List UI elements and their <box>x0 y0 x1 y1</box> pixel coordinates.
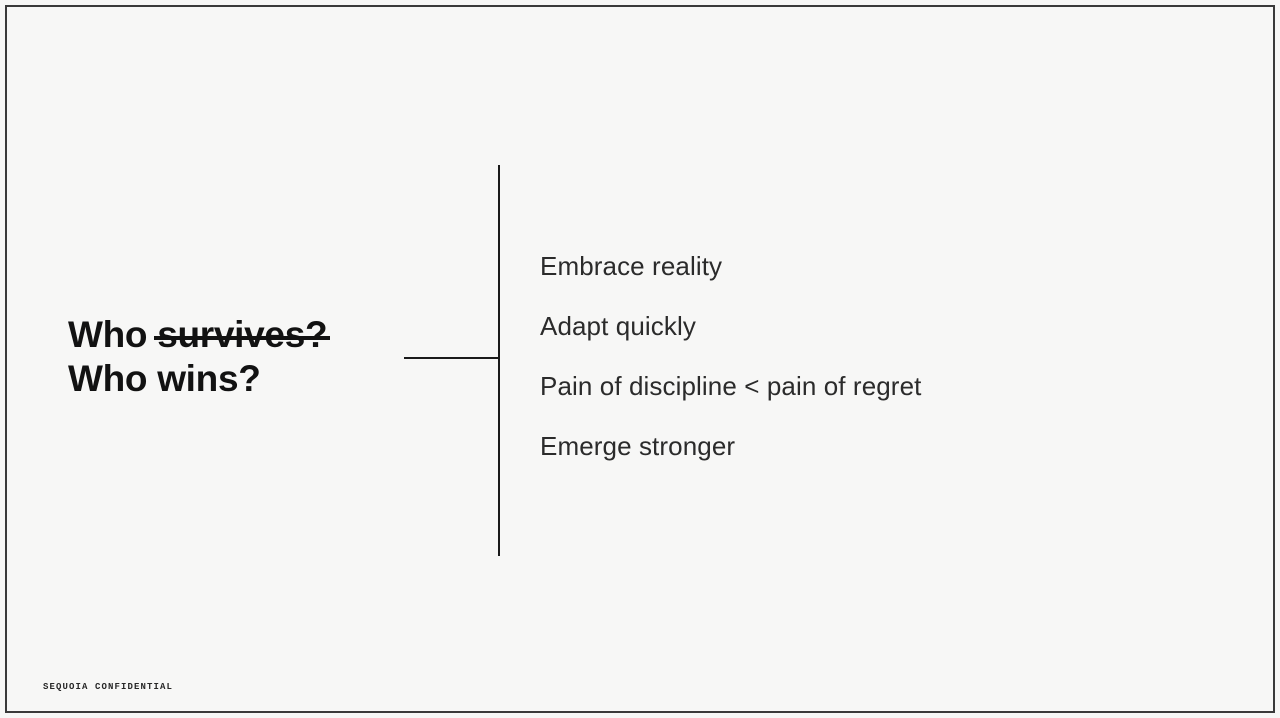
headline-line-1: Who survives? <box>68 313 331 357</box>
connector-horizontal-line <box>404 357 500 359</box>
footer-confidential-label: SEQUOIA CONFIDENTIAL <box>43 682 174 692</box>
headline-block: Who survives? Who wins? <box>68 313 331 401</box>
list-item: Embrace reality <box>540 251 723 281</box>
slide-frame-border <box>5 5 1275 713</box>
list-item: Adapt quickly <box>540 311 696 341</box>
list-item: Emerge stronger <box>540 431 736 461</box>
points-list: Embrace reality Adapt quickly Pain of di… <box>540 250 921 490</box>
headline-line-2: Who wins? <box>68 358 261 399</box>
list-item: Pain of discipline < pain of regret <box>540 371 922 401</box>
headline-struck-word: survives? <box>154 314 331 355</box>
connector-vertical-line <box>498 165 500 556</box>
headline-prefix: Who <box>68 314 158 355</box>
